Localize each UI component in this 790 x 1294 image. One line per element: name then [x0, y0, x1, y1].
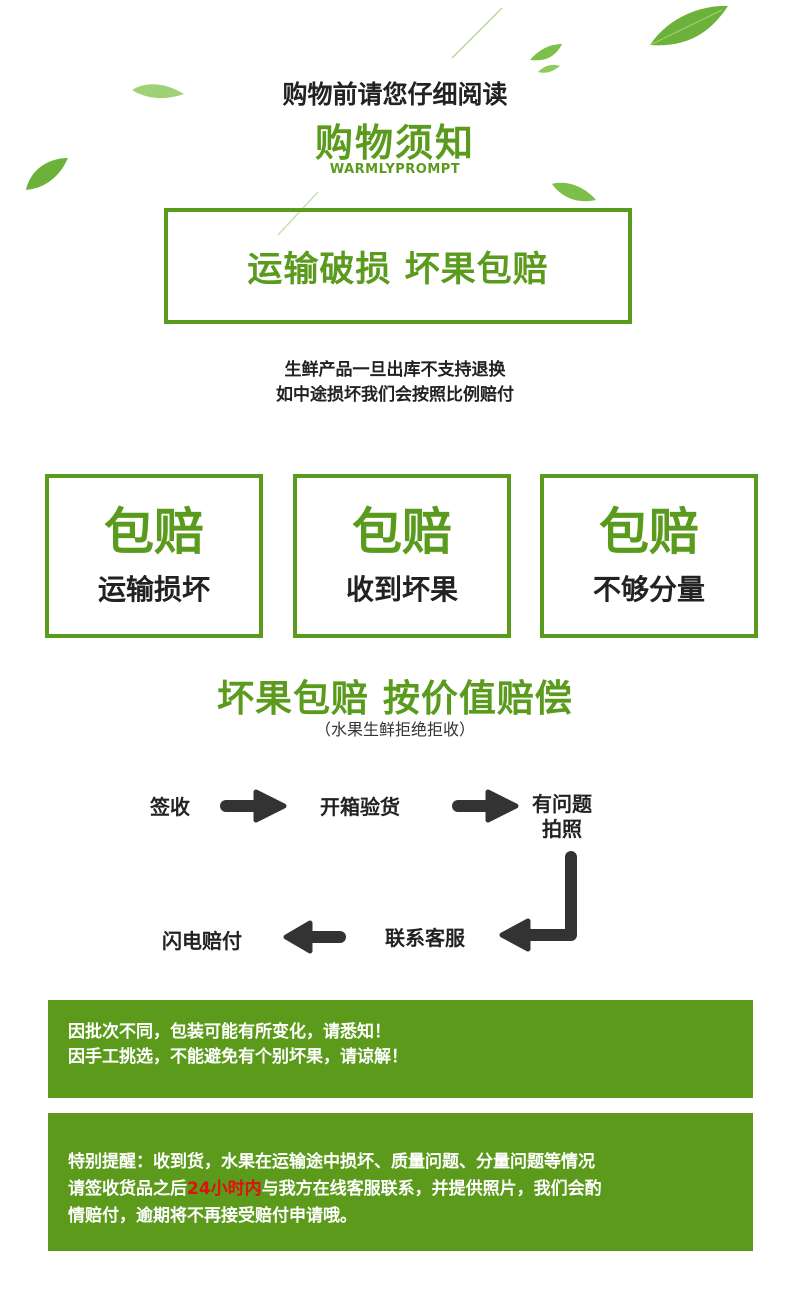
arrow-right-icon — [220, 789, 287, 823]
card-big-label: 包赔 — [352, 503, 452, 561]
step-contact: 联系客服 — [385, 926, 465, 950]
policy-line-1: 生鲜产品一旦出库不支持退换 — [284, 360, 506, 380]
notice-line: 因批次不同，包装可能有所变化，请悉知！ — [68, 1022, 391, 1042]
step-inspect: 开箱验货 — [320, 795, 400, 819]
headline-text: 运输破损 坏果包赔 — [247, 249, 549, 290]
step-problem-line2: 拍照 — [542, 817, 582, 841]
arrow-corner-icon — [499, 851, 577, 952]
deadline-highlight: 24小时内 — [187, 1179, 262, 1199]
compensation-note: （水果生鲜拒绝拒收） — [314, 720, 475, 739]
notice-line: 因手工挑选，不能避免有个别坏果，请谅解！ — [68, 1047, 408, 1067]
notice-line: 特别提醒：收到货，水果在运输途中损坏、质量问题、分量问题等情况 — [68, 1152, 595, 1172]
compensation-title: 坏果包赔 按价值赔偿 — [217, 677, 573, 720]
arrow-left-icon — [283, 920, 346, 954]
step-payout: 闪电赔付 — [162, 929, 242, 953]
notice-text: 请签收货品之后 — [68, 1179, 187, 1199]
step-problem: 有问题 拍照 — [532, 792, 592, 842]
notice-banner-packaging: 因批次不同，包装可能有所变化，请悉知！ 因手工挑选，不能避免有个别坏果，请谅解！ — [48, 1000, 753, 1098]
card-small-label: 不够分量 — [592, 573, 705, 606]
leaf-decoration-icon — [26, 5, 728, 236]
page-title-english: WARMLYPROMPT — [329, 162, 461, 177]
notice-banner-reminder: 特别提醒：收到货，水果在运输途中损坏、质量问题、分量问题等情况 请签收货品之后2… — [48, 1113, 753, 1251]
notice-text: 与我方在线客服联系，并提供照片，我们会酌 — [261, 1179, 602, 1199]
policy-line-2: 如中途损坏我们会按照比例赔付 — [276, 385, 514, 405]
process-arrows — [220, 789, 577, 954]
headline-box: 运输破损 坏果包赔 — [164, 208, 632, 324]
card-big-label: 包赔 — [599, 503, 699, 561]
step-problem-line1: 有问题 — [532, 792, 592, 816]
arrow-right-icon — [452, 789, 519, 823]
card-small-label: 收到坏果 — [345, 573, 458, 606]
card-big-label: 包赔 — [104, 503, 204, 561]
notice-line: 情赔付，逾期将不再接受赔付申请哦。 — [68, 1206, 357, 1226]
guarantee-card-bad-fruit: 包赔 收到坏果 — [293, 474, 511, 638]
step-sign: 签收 — [150, 795, 190, 819]
notice-line: 请签收货品之后24小时内与我方在线客服联系，并提供照片，我们会酌 — [68, 1176, 753, 1203]
card-small-label: 运输损坏 — [97, 573, 210, 606]
guarantee-card-weight: 包赔 不够分量 — [540, 474, 758, 638]
header-subtitle: 购物前请您仔细阅读 — [282, 80, 508, 109]
guarantee-card-transport: 包赔 运输损坏 — [45, 474, 263, 638]
page-title: 购物须知 — [314, 121, 475, 165]
